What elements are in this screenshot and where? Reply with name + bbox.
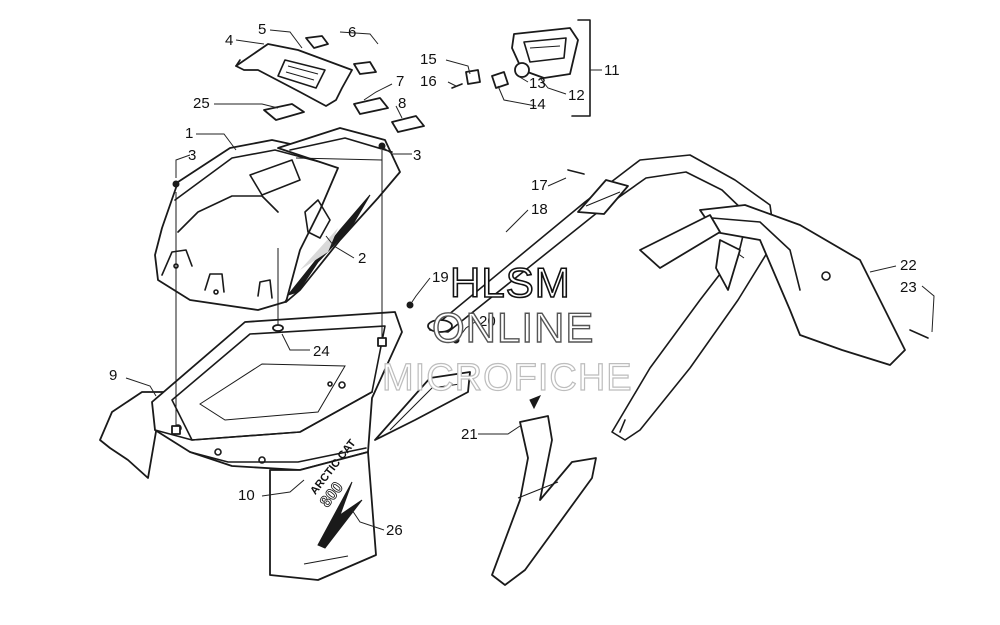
leader-lines [125, 29, 935, 531]
part-24-grommet [272, 324, 284, 332]
callout-15: 15 [420, 51, 437, 68]
part-18-grab-bar [427, 154, 776, 441]
callout-9: 9 [109, 367, 117, 384]
part-24-spacer [377, 337, 387, 347]
watermark-line-2: ONLINE [432, 304, 594, 351]
callout-labels: 1 2 3 3 4 5 6 7 8 9 10 11 12 13 14 15 16… [109, 21, 917, 539]
callout-8: 8 [398, 95, 406, 112]
callout-19: 19 [432, 269, 449, 286]
callout-18: 18 [531, 201, 548, 218]
callout-20: 20 [479, 313, 496, 330]
part-21-rail-trim [374, 371, 597, 586]
part-25-decal [263, 103, 305, 121]
callout-5: 5 [258, 21, 266, 38]
part-8-decal [391, 115, 425, 133]
callout-22: 22 [900, 257, 917, 274]
callout-4: 4 [225, 32, 233, 49]
part-1-seat-cowl [154, 139, 341, 311]
part-7-decal [353, 97, 389, 115]
part-3-screw-left [172, 180, 180, 188]
callout-10: 10 [238, 487, 255, 504]
callout-7: 7 [396, 73, 404, 90]
part-26-rear-panel: ARCTIC CAT 800 [269, 437, 377, 581]
watermark-line-1: HLSM [450, 259, 571, 306]
callout-17: 17 [531, 177, 548, 194]
callout-13: 13 [529, 75, 546, 92]
part-19-bolt [406, 301, 414, 309]
callout-3-left: 3 [188, 147, 196, 164]
part-6-clips [305, 35, 377, 75]
part-13-bulb [514, 62, 530, 78]
part-20-nut [452, 336, 460, 344]
part-15-grommet [465, 69, 481, 85]
callout-26: 26 [386, 522, 403, 539]
callout-24: 24 [313, 343, 330, 360]
part-14-socket [491, 71, 509, 89]
callout-21: 21 [461, 426, 478, 443]
callout-3-right: 3 [413, 147, 421, 164]
callout-23: 23 [900, 279, 917, 296]
callout-14: 14 [529, 96, 546, 113]
callout-25: 25 [193, 95, 210, 112]
callout-2: 2 [358, 250, 366, 267]
callout-6: 6 [348, 24, 356, 41]
part-11-bracket-line [571, 19, 591, 117]
callout-1: 1 [185, 125, 193, 142]
watermark: HLSM ONLINE MICROFICHE [381, 258, 633, 399]
part-12-tail-light [511, 27, 579, 79]
callout-11: 11 [604, 62, 620, 79]
callout-12: 12 [568, 87, 585, 104]
part-3-screw-right [378, 142, 386, 150]
part-16-screw [451, 83, 463, 89]
part-10-storage-tub [151, 311, 403, 471]
part-23-screw [909, 329, 929, 339]
callout-16: 16 [420, 73, 437, 90]
watermark-line-3: MICROFICHE [382, 357, 633, 399]
part-4-plate-bracket [235, 43, 353, 107]
part-17-bolt [567, 169, 585, 175]
part-22-side-panel [639, 204, 906, 366]
part-24-spacer-left [171, 425, 181, 435]
